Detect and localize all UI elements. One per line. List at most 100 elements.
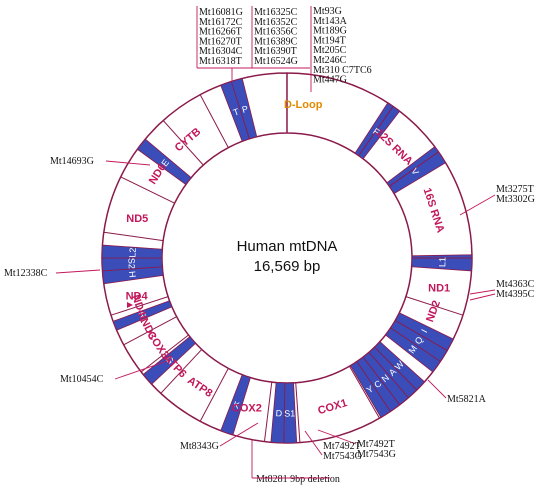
gene-boundary-6 (295, 382, 301, 443)
callout-cox1-line (427, 379, 447, 399)
gene-label-nd4: ND4 (126, 290, 149, 302)
mutation-box2-5: Mt16524G (254, 56, 298, 67)
trna-label-m: M (407, 343, 419, 355)
trna-segment-p (230, 78, 258, 140)
mutation-cox1-0: Mt5821A (447, 394, 487, 405)
mutation-nd5-0: Mt12338C (4, 268, 48, 279)
mutation-cytb-0: Mt14693G (50, 156, 94, 167)
callout-k-line (219, 422, 259, 447)
callout-imq-line-1 (469, 289, 496, 295)
mutation-box3-3: Mt194T (313, 35, 346, 46)
gene-boundary-2 (389, 151, 439, 187)
callout-l1-line (459, 194, 496, 216)
trna-label-i: I (419, 328, 429, 335)
trna-segment-l2 (101, 244, 163, 259)
center-title: Human mtDNA (237, 238, 338, 255)
gene-boundary-15 (162, 120, 204, 166)
mutation-k-0: Mt8343G (180, 441, 219, 452)
mutation-box3-7: Mt447G (313, 75, 347, 86)
callout-cytb-line (105, 160, 151, 166)
mutation-imq-1: Mt4395C (496, 289, 535, 300)
mutation-box2-1: Mt16352C (254, 17, 298, 28)
mutation-box1-5: Mt16318T (199, 56, 242, 67)
mutation-box2-3: Mt16389C (254, 36, 298, 47)
gene-boundary-5 (349, 366, 380, 419)
mutation-l1-0: Mt3275T (496, 184, 534, 195)
trna-segment-m (384, 327, 441, 373)
mutation-box2-0: Mt16325C (254, 7, 298, 18)
trna-label-e: E (159, 157, 171, 168)
gene-label-nd1: ND1 (428, 283, 450, 295)
trna-label-y: Y (365, 384, 375, 396)
mutation-l1-1: Mt3302G (496, 194, 535, 205)
mutation-s1d-0: Mt7492T (323, 441, 361, 452)
trna-segment-d (270, 382, 286, 444)
nd4l-arrow-icon (127, 302, 133, 308)
gene-boundary-7 (263, 382, 273, 442)
trna-label-l2: L2 (127, 247, 137, 257)
gene-label-dloop: D-Loop (284, 99, 323, 111)
trna-label-v: V (409, 166, 421, 177)
trna-label-n: N (380, 372, 391, 384)
callout-d-line (304, 430, 323, 456)
gene-boundary-13 (103, 231, 164, 242)
callout-nd5-line (55, 269, 101, 274)
mutation-box3-0: Mt93G (313, 6, 342, 17)
mutation-s1d-1: Mt7543G (357, 449, 396, 460)
gene-boundary-9 (160, 349, 203, 394)
mutation-atp8-0: Mt8281 9bp deletion (256, 474, 340, 485)
trna-segment-e (136, 138, 192, 186)
gene-boundary-11 (123, 316, 177, 346)
trna-label-p: P (241, 104, 250, 115)
mutation-box2-2: Mt16356C (254, 27, 298, 38)
gene-boundary-12 (110, 296, 169, 316)
mutation-s1d-0: Mt7492T (357, 439, 395, 450)
trna-label-h: H (127, 270, 138, 278)
trna-label-k: K (232, 399, 241, 410)
mutation-box3-5: Mt246C (313, 55, 347, 66)
gene-boundary-8 (199, 368, 229, 422)
trna-label-a: A (387, 366, 398, 377)
mutation-box1-0: Mt16081G (199, 7, 243, 18)
mutation-callouts: Mt16081GMt16172CMt16266TMt16270TMt16304C… (4, 6, 535, 485)
trna-label-s1: S1 (284, 408, 295, 418)
trna-label-s2: S2 (126, 258, 136, 269)
mutation-box3-1: Mt143A (313, 16, 348, 27)
trna-label-d: D (275, 408, 283, 418)
gene-label-nd5: ND5 (126, 213, 148, 225)
mutation-box1-2: Mt16266T (199, 27, 242, 38)
mutation-box2-4: Mt16390T (254, 46, 297, 57)
trna-segment-y (349, 361, 392, 418)
trna-label-c: C (372, 378, 384, 390)
gene-boundary-1 (358, 106, 394, 156)
trna-label-f: F (371, 126, 382, 138)
mutation-imq-0: Mt4363C (496, 279, 535, 290)
gene-label-cox2: COX2 (232, 403, 262, 415)
trna-segment-l1 (411, 254, 473, 272)
mutation-box3-4: Mt205C (313, 45, 347, 56)
gene-boundary-10 (140, 334, 189, 373)
gene-boundary-14 (120, 176, 175, 204)
gene-boundary-16 (199, 94, 229, 148)
callout-imq-line-2 (469, 293, 496, 301)
trna-segment-r (112, 300, 173, 331)
callout-g-line (114, 359, 171, 380)
mutation-s1d-1: Mt7543G (323, 451, 362, 462)
mutation-box1-3: Mt16270T (199, 36, 242, 47)
mutation-box1-4: Mt16304C (199, 46, 243, 57)
trna-label-l1: L1 (437, 257, 447, 267)
gene-boundary-4 (405, 296, 464, 316)
trna-label-r: R (136, 310, 148, 320)
mutation-g-0: Mt10454C (60, 374, 104, 385)
callout-s1-line (317, 429, 357, 445)
trna-segment-k (220, 374, 251, 436)
mutation-box1-1: Mt16172C (199, 17, 243, 28)
genome-ring (101, 72, 473, 444)
center-size: 16,569 bp (254, 258, 321, 275)
trna-label-q: Q (413, 335, 425, 346)
trna-label-t: T (232, 106, 241, 117)
mutation-box3-2: Mt189G (313, 26, 347, 37)
mutation-box3-6: Mt310 C7TC6 (313, 65, 372, 76)
